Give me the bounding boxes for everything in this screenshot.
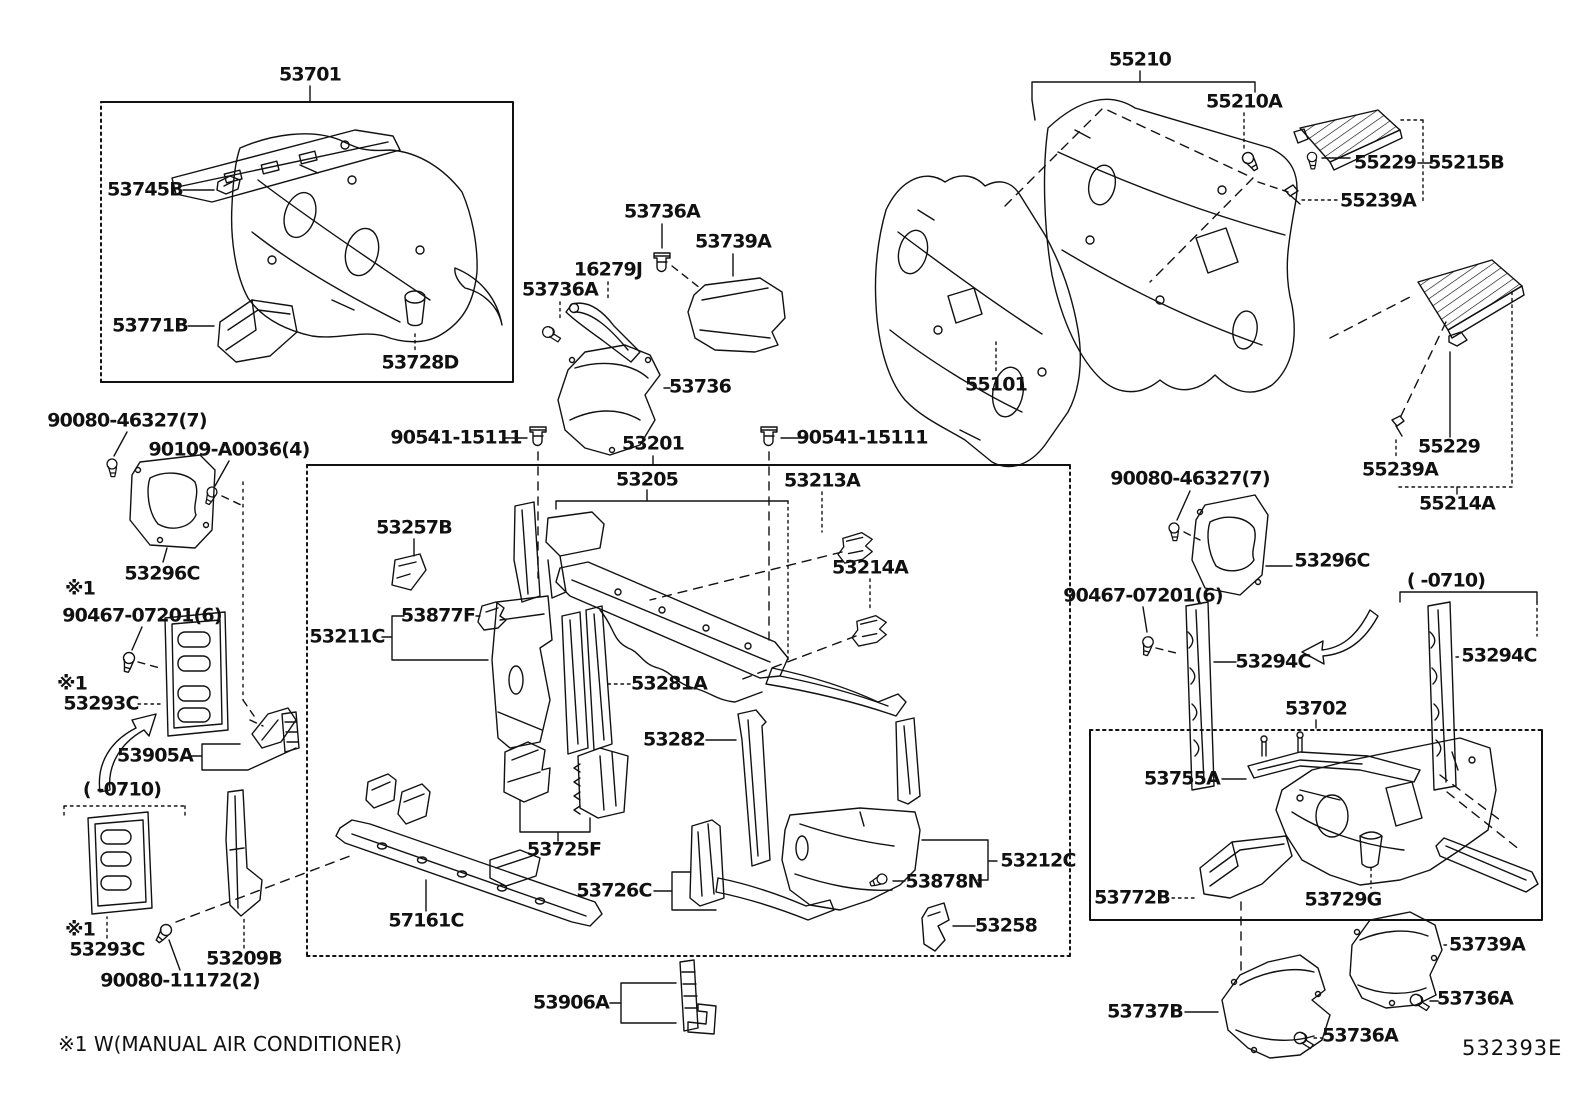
part-label-53282: 53282 bbox=[642, 728, 706, 751]
part-label-53702: 53702 bbox=[1284, 697, 1348, 720]
sketch-left-column bbox=[63, 431, 351, 971]
part-label-53701: 53701 bbox=[278, 63, 342, 86]
part-label-55229-right: 55229 bbox=[1417, 435, 1481, 458]
part-label-53725F: 53725F bbox=[526, 838, 602, 861]
part-label-90541-15111-right: 90541-15111 bbox=[796, 426, 928, 449]
sketch-53702-assembly bbox=[1171, 731, 1539, 973]
part-label-53201: 53201 bbox=[621, 432, 685, 455]
box-53701-frame bbox=[100, 101, 514, 383]
box-53702-frame bbox=[1089, 729, 1543, 921]
part-label-55210: 55210 bbox=[1108, 48, 1172, 71]
part-label-53739A-bottom: 53739A bbox=[1448, 933, 1526, 956]
part-label-53736A-left: 53736A bbox=[521, 278, 599, 301]
part-label-53257B: 53257B bbox=[376, 516, 453, 539]
part-label-53296C-left: 53296C bbox=[124, 562, 200, 585]
part-label-53736A-top: 53736A bbox=[623, 200, 701, 223]
part-label-53213A: 53213A bbox=[783, 469, 861, 492]
part-label-55239A-top: 55239A bbox=[1339, 189, 1417, 212]
part-label-90080-46327-left: 90080-46327(7) bbox=[47, 409, 207, 432]
part-label-55215B: 55215B bbox=[1428, 151, 1505, 174]
part-label-53258: 53258 bbox=[974, 914, 1038, 937]
part-label-53772B: 53772B bbox=[1094, 886, 1171, 909]
part-label-90467-07201-right: 90467-07201(6) bbox=[1063, 584, 1223, 607]
part-label-53212C: 53212C bbox=[1000, 849, 1076, 872]
part-label-90080-46327-right: 90080-46327(7) bbox=[1110, 467, 1270, 490]
part-label-53736: 53736 bbox=[668, 375, 732, 398]
part-label-53736A-bottom-right: 53736A bbox=[1436, 987, 1514, 1010]
part-label-53736A-bottom-center: 53736A bbox=[1321, 1024, 1399, 1047]
part-label-90109-A0036: 90109-A0036(4) bbox=[148, 438, 311, 461]
part-label-57161C: 57161C bbox=[388, 909, 464, 932]
part-label-53726C: 53726C bbox=[576, 879, 652, 902]
part-label-53906A: 53906A bbox=[532, 991, 610, 1014]
part-label-53728D: 53728D bbox=[381, 351, 459, 374]
part-label-90541-15111-left: 90541-15111 bbox=[390, 426, 522, 449]
part-label-53294C-right: 53294C bbox=[1461, 644, 1537, 667]
part-label-53214A-label: 53214A bbox=[831, 556, 909, 579]
sketch-radiator-support bbox=[335, 426, 998, 1035]
part-label-55101: 55101 bbox=[964, 373, 1028, 396]
part-label-note1-b: ※1 bbox=[56, 672, 88, 695]
diagram-code: 532393E bbox=[1462, 1036, 1563, 1060]
sketch-55214A-pad bbox=[1329, 259, 1525, 495]
sketch-right-column bbox=[1138, 490, 1538, 791]
part-label-55210A: 55210A bbox=[1205, 90, 1283, 113]
part-label-53905A: 53905A bbox=[116, 744, 194, 767]
part-label-55214A: 55214A bbox=[1418, 492, 1496, 515]
part-label-53294C-left: 53294C bbox=[1235, 650, 1311, 673]
sketch-53736-cluster bbox=[541, 223, 786, 456]
part-label-55229-top: 55229 bbox=[1353, 151, 1417, 174]
part-label-53293C-upper: 53293C bbox=[63, 692, 139, 715]
part-label-0710-right: ( -0710) bbox=[1406, 569, 1486, 592]
sketch-53701-assembly bbox=[171, 85, 503, 363]
part-label-53281A: 53281A bbox=[630, 672, 708, 695]
sketch-bottom-shields bbox=[1184, 911, 1451, 1059]
part-label-53211C: 53211C bbox=[309, 625, 385, 648]
part-label-55239A-right: 55239A bbox=[1361, 458, 1439, 481]
part-label-53878N: 53878N bbox=[905, 870, 983, 893]
part-label-53737B: 53737B bbox=[1107, 1000, 1184, 1023]
part-label-53293C-lower: 53293C bbox=[69, 938, 145, 961]
part-label-90080-11172: 90080-11172(2) bbox=[100, 969, 260, 992]
box-central-frame bbox=[306, 464, 1071, 957]
part-label-16279J: 16279J bbox=[573, 258, 643, 281]
part-label-53755A: 53755A bbox=[1143, 767, 1221, 790]
part-label-0710-left: ( -0710) bbox=[82, 778, 162, 801]
part-label-53771B: 53771B bbox=[112, 314, 189, 337]
part-label-90467-07201-left: 90467-07201(6) bbox=[62, 604, 222, 627]
part-label-53209B: 53209B bbox=[206, 947, 283, 970]
part-label-53877F: 53877F bbox=[400, 604, 476, 627]
sketch-dash-panels bbox=[874, 70, 1433, 468]
part-label-53296C-right: 53296C bbox=[1294, 549, 1370, 572]
footnote-text: ※1 W(MANUAL AIR CONDITIONER) bbox=[58, 1032, 403, 1056]
part-label-note1-a: ※1 bbox=[64, 577, 96, 600]
part-label-53729G: 53729G bbox=[1304, 888, 1383, 911]
part-label-53739A-top: 53739A bbox=[694, 230, 772, 253]
part-label-53745B: 53745B bbox=[107, 178, 184, 201]
part-label-53205: 53205 bbox=[615, 468, 679, 491]
part-label-note1-c: ※1 bbox=[64, 918, 96, 941]
